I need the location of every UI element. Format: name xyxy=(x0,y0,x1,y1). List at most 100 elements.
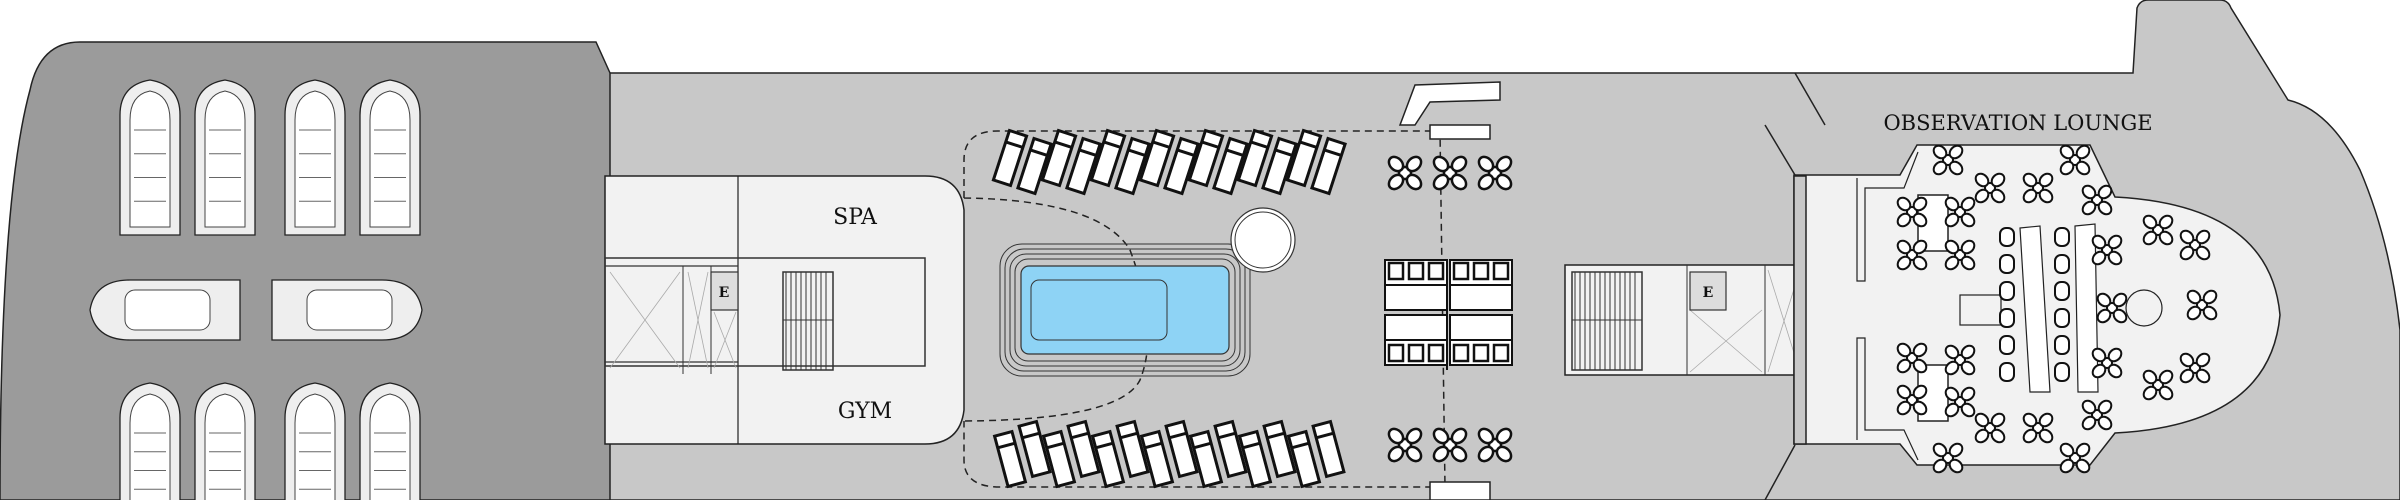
lounge-table xyxy=(2179,229,2211,261)
chair xyxy=(1960,402,1976,418)
lounger-headrest xyxy=(1046,441,1065,450)
lounge-table xyxy=(2179,352,2211,384)
chair xyxy=(1932,442,1948,458)
chair xyxy=(1912,400,1928,416)
sun-lounger xyxy=(1261,136,1298,196)
lounge-table xyxy=(1896,239,1928,271)
sun-lounger xyxy=(1236,128,1274,188)
lounger-frame xyxy=(1065,136,1102,196)
chair xyxy=(1912,358,1928,374)
chair xyxy=(1990,172,2006,188)
chair xyxy=(2097,415,2113,431)
chair xyxy=(1405,173,1423,191)
chair xyxy=(1432,173,1450,191)
chair xyxy=(2038,172,2054,188)
chair xyxy=(1405,427,1423,445)
chair xyxy=(1944,344,1960,360)
chair xyxy=(1896,239,1912,255)
chair xyxy=(2096,292,2112,308)
chair xyxy=(2158,385,2174,401)
observation-lounge-label: OBSERVATION LOUNGE xyxy=(1883,111,2152,135)
chair xyxy=(2091,347,2107,363)
chair xyxy=(2142,369,2158,385)
chair xyxy=(1432,155,1450,173)
chair xyxy=(2186,289,2202,305)
chair xyxy=(1990,412,2006,428)
deck-table xyxy=(1477,155,1513,191)
lifeboat-canopy xyxy=(204,90,246,228)
chair xyxy=(1477,155,1495,173)
chair xyxy=(1387,155,1405,173)
chair xyxy=(2059,458,2075,474)
lounger-frame xyxy=(1285,128,1323,188)
chair xyxy=(1896,342,1912,358)
chair xyxy=(2075,442,2091,458)
chair xyxy=(2059,160,2075,176)
chair xyxy=(2142,230,2158,246)
seat xyxy=(1387,343,1405,363)
chair xyxy=(1944,402,1960,418)
chair xyxy=(2038,412,2054,428)
chair xyxy=(2075,160,2091,176)
chair xyxy=(1477,427,1495,445)
chair xyxy=(1944,196,1960,212)
lounge-table xyxy=(2059,144,2091,176)
sun-lounger xyxy=(1041,429,1077,489)
chair xyxy=(1896,196,1912,212)
lounge-table xyxy=(1944,196,1976,228)
sun-lounger xyxy=(1285,128,1323,188)
lifeboat xyxy=(359,382,421,500)
lifeboat xyxy=(284,79,346,236)
chair xyxy=(2081,200,2097,216)
lounger-headrest xyxy=(1054,140,1073,149)
sun-lounger xyxy=(1286,429,1322,489)
seat xyxy=(1427,343,1445,363)
chair xyxy=(1960,239,1976,255)
lounge-chair xyxy=(2054,335,2070,355)
sun-lounger xyxy=(1212,136,1249,196)
lounger-headrest xyxy=(1323,148,1342,157)
chair xyxy=(2107,234,2123,250)
sun-lounger xyxy=(1310,136,1347,196)
lounger-headrest xyxy=(1029,148,1048,157)
chair xyxy=(2195,245,2211,261)
elevator-fwd xyxy=(1689,271,1727,311)
lounge-table xyxy=(2096,292,2128,324)
lounger-headrest xyxy=(1127,148,1146,157)
sun-lounger xyxy=(1114,136,1151,196)
sun-lounger xyxy=(1164,419,1199,479)
chair xyxy=(2107,363,2123,379)
chair xyxy=(2179,245,2195,261)
chair xyxy=(2096,308,2112,324)
lounger-headrest xyxy=(1266,431,1285,440)
chair xyxy=(1960,386,1976,402)
chair xyxy=(1974,412,1990,428)
chair xyxy=(1932,458,1948,474)
lifeboat xyxy=(284,382,346,500)
sun-lounger xyxy=(1066,419,1101,479)
deck-table xyxy=(1477,427,1513,463)
chair xyxy=(2075,458,2091,474)
chair xyxy=(2081,399,2097,415)
chair xyxy=(1960,196,1976,212)
lounger-headrest xyxy=(1274,148,1293,157)
lifeboat xyxy=(194,382,256,500)
chair xyxy=(1432,427,1450,445)
deck-bar-bottom xyxy=(1429,481,1491,500)
seat xyxy=(1492,261,1510,281)
lifeboat xyxy=(271,279,423,341)
chair xyxy=(1932,144,1948,160)
lounge-table xyxy=(1896,196,1928,228)
chair xyxy=(1450,155,1468,173)
lounger-frame xyxy=(1040,128,1078,188)
chair xyxy=(2186,305,2202,321)
lounger-frame xyxy=(1187,128,1225,188)
lounger-frame xyxy=(1212,136,1249,196)
deck-table xyxy=(1387,427,1423,463)
lifeboat-canopy xyxy=(294,90,336,228)
seat xyxy=(1387,261,1405,281)
seat xyxy=(1492,343,1510,363)
sun-lounger xyxy=(1016,136,1053,196)
chair xyxy=(1477,173,1495,191)
sun-lounger xyxy=(1139,429,1175,489)
